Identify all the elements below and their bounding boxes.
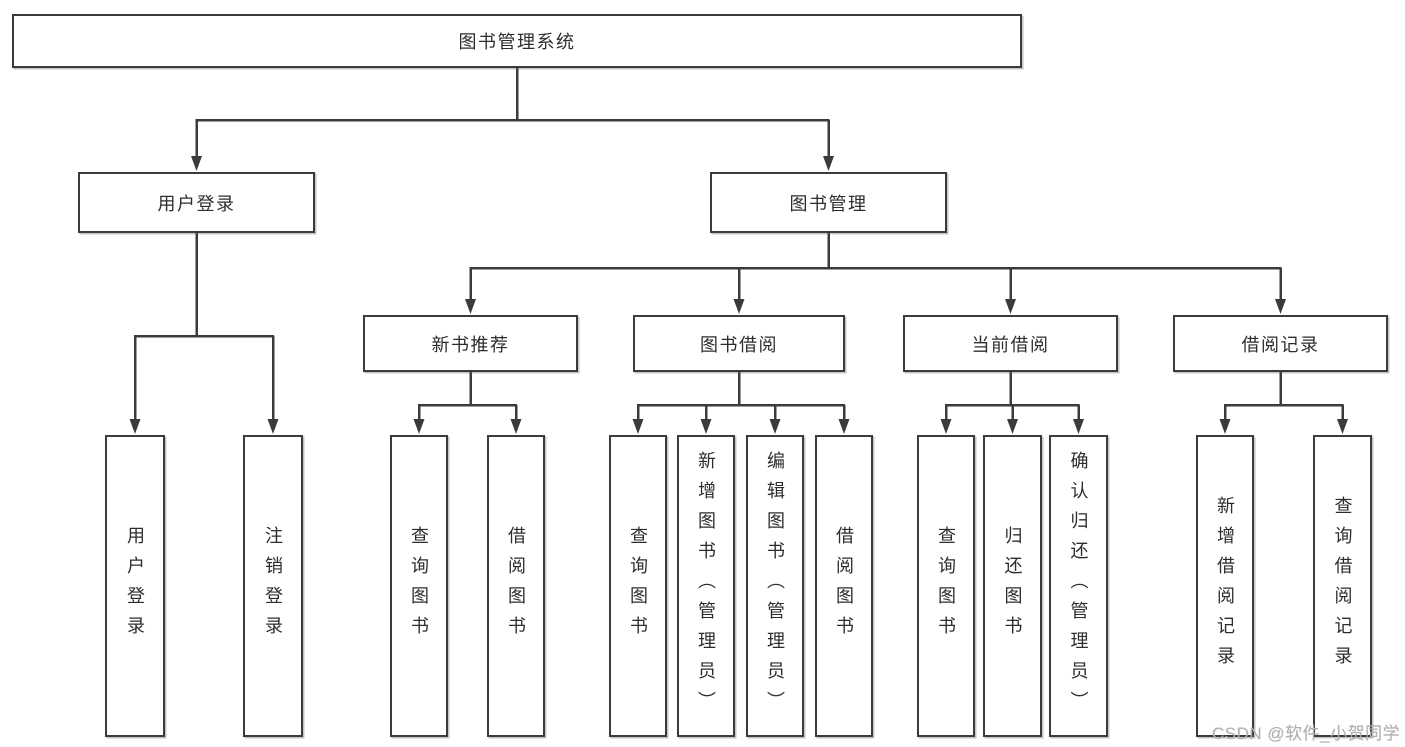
node-label-new-book-rec: 新书推荐 (431, 334, 510, 355)
node-label-leaf-edit-book: 编辑图书（管理员） (765, 451, 785, 721)
node-label-book-mgmt: 图书管理 (789, 193, 868, 214)
node-leaf-query-record: 查询借阅记录 (1313, 435, 1372, 737)
node-leaf-return-book: 归还图书 (983, 435, 1042, 737)
node-leaf-query-book-2: 查询图书 (609, 435, 667, 737)
node-label-leaf-add-book: 新增图书（管理员） (696, 451, 716, 721)
node-leaf-logout: 注销登录 (243, 435, 303, 737)
node-label-borrow-records: 借阅记录 (1241, 334, 1320, 355)
node-current-borrow: 当前借阅 (903, 315, 1118, 372)
node-user-login: 用户登录 (78, 172, 315, 233)
node-label-leaf-query-book-2: 查询图书 (628, 526, 648, 646)
node-new-book-rec: 新书推荐 (363, 315, 578, 372)
node-leaf-confirm-return: 确认归还（管理员） (1049, 435, 1108, 737)
node-book-borrow: 图书借阅 (633, 315, 845, 372)
node-root: 图书管理系统 (12, 14, 1022, 68)
node-label-leaf-user-login: 用户登录 (125, 526, 145, 646)
watermark-text: CSDN @软件_小贺同学 (1211, 724, 1400, 743)
node-book-mgmt: 图书管理 (710, 172, 947, 233)
node-borrow-records: 借阅记录 (1173, 315, 1388, 372)
node-leaf-add-book: 新增图书（管理员） (677, 435, 735, 737)
node-leaf-borrow-book-1: 借阅图书 (487, 435, 545, 737)
node-label-leaf-confirm-return: 确认归还（管理员） (1068, 451, 1089, 721)
node-leaf-add-record: 新增借阅记录 (1196, 435, 1254, 737)
node-label-leaf-query-book-1: 查询图书 (409, 526, 429, 646)
node-leaf-edit-book: 编辑图书（管理员） (746, 435, 804, 737)
node-label-leaf-return-book: 归还图书 (1002, 526, 1023, 646)
node-label-leaf-logout: 注销登录 (263, 526, 283, 646)
node-label-leaf-add-record: 新增借阅记录 (1215, 496, 1235, 676)
node-label-user-login: 用户登录 (157, 193, 236, 214)
node-label-root: 图书管理系统 (458, 32, 576, 52)
node-leaf-borrow-book-2: 借阅图书 (815, 435, 873, 737)
node-leaf-user-login: 用户登录 (105, 435, 165, 737)
node-label-current-borrow: 当前借阅 (971, 334, 1050, 355)
node-label-book-borrow: 图书借阅 (700, 334, 778, 355)
node-leaf-query-book-3: 查询图书 (917, 435, 975, 737)
node-label-leaf-borrow-book-2: 借阅图书 (834, 526, 854, 646)
node-leaf-query-book-1: 查询图书 (390, 435, 448, 737)
node-label-leaf-borrow-book-1: 借阅图书 (506, 526, 526, 646)
node-label-leaf-query-book-3: 查询图书 (936, 526, 956, 646)
node-label-leaf-query-record: 查询借阅记录 (1332, 496, 1353, 676)
